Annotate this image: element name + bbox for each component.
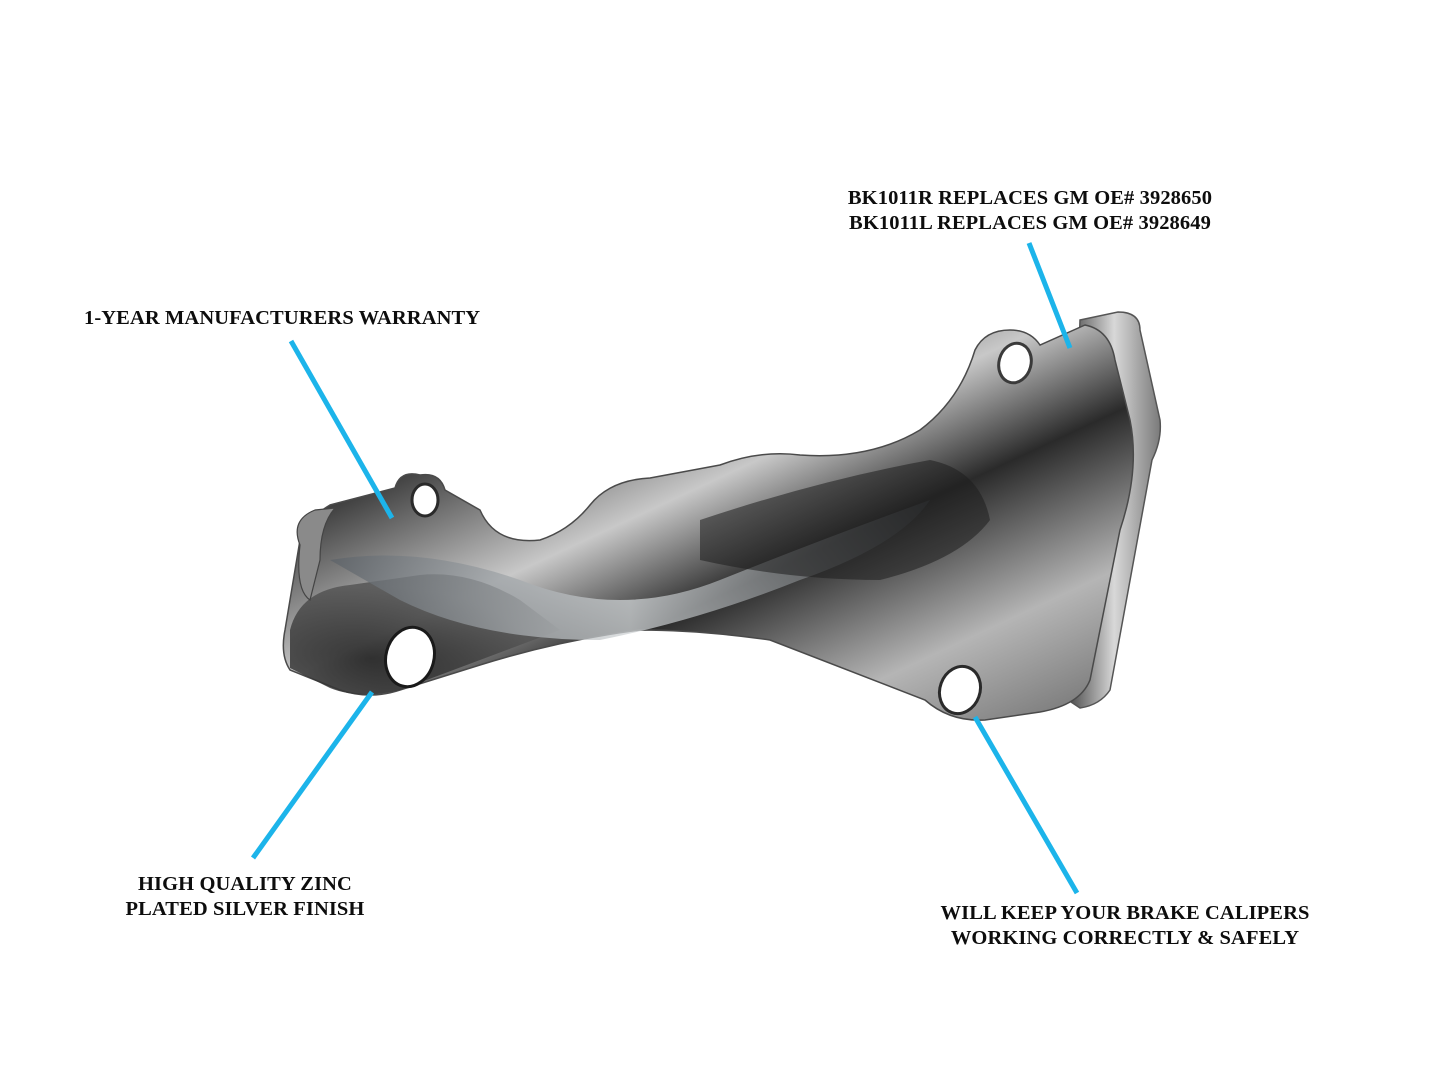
brake-bracket	[282, 311, 1162, 721]
warranty-label: 1-YEAR MANUFACTURERS WARRANTY	[84, 306, 534, 331]
oe-line-right: BK1011R REPLACES GM OE# 3928650	[847, 187, 1213, 209]
function-line-2: WORKING CORRECTLY & SAFELY	[950, 927, 1300, 949]
callout-line-warranty	[288, 339, 395, 520]
function-label: WILL KEEP YOUR BRAKE CALIPERS WORKING CO…	[908, 901, 1342, 951]
finish-line-2: PLATED SILVER FINISH	[125, 898, 365, 920]
function-line-1: WILL KEEP YOUR BRAKE CALIPERS	[940, 902, 1310, 924]
warranty-text: 1-YEAR MANUFACTURERS WARRANTY	[84, 307, 481, 329]
callout-lines	[250, 242, 1080, 895]
finish-label: HIGH QUALITY ZINC PLATED SILVER FINISH	[100, 872, 390, 922]
mounting-hole-bottom-right	[937, 664, 983, 716]
mounting-hole-top-right	[997, 341, 1033, 385]
oe-replacement-label: BK1011R REPLACES GM OE# 3928650 BK1011L …	[810, 186, 1250, 236]
finish-line-1: HIGH QUALITY ZINC	[138, 873, 352, 895]
callout-line-function	[972, 715, 1080, 895]
callout-line-oe	[1026, 242, 1073, 349]
mounting-hole-top-left	[410, 482, 440, 518]
oe-line-left: BK1011L REPLACES GM OE# 3928649	[849, 212, 1211, 234]
mounting-hole-bottom-left	[384, 625, 436, 689]
callout-line-finish	[250, 690, 375, 860]
